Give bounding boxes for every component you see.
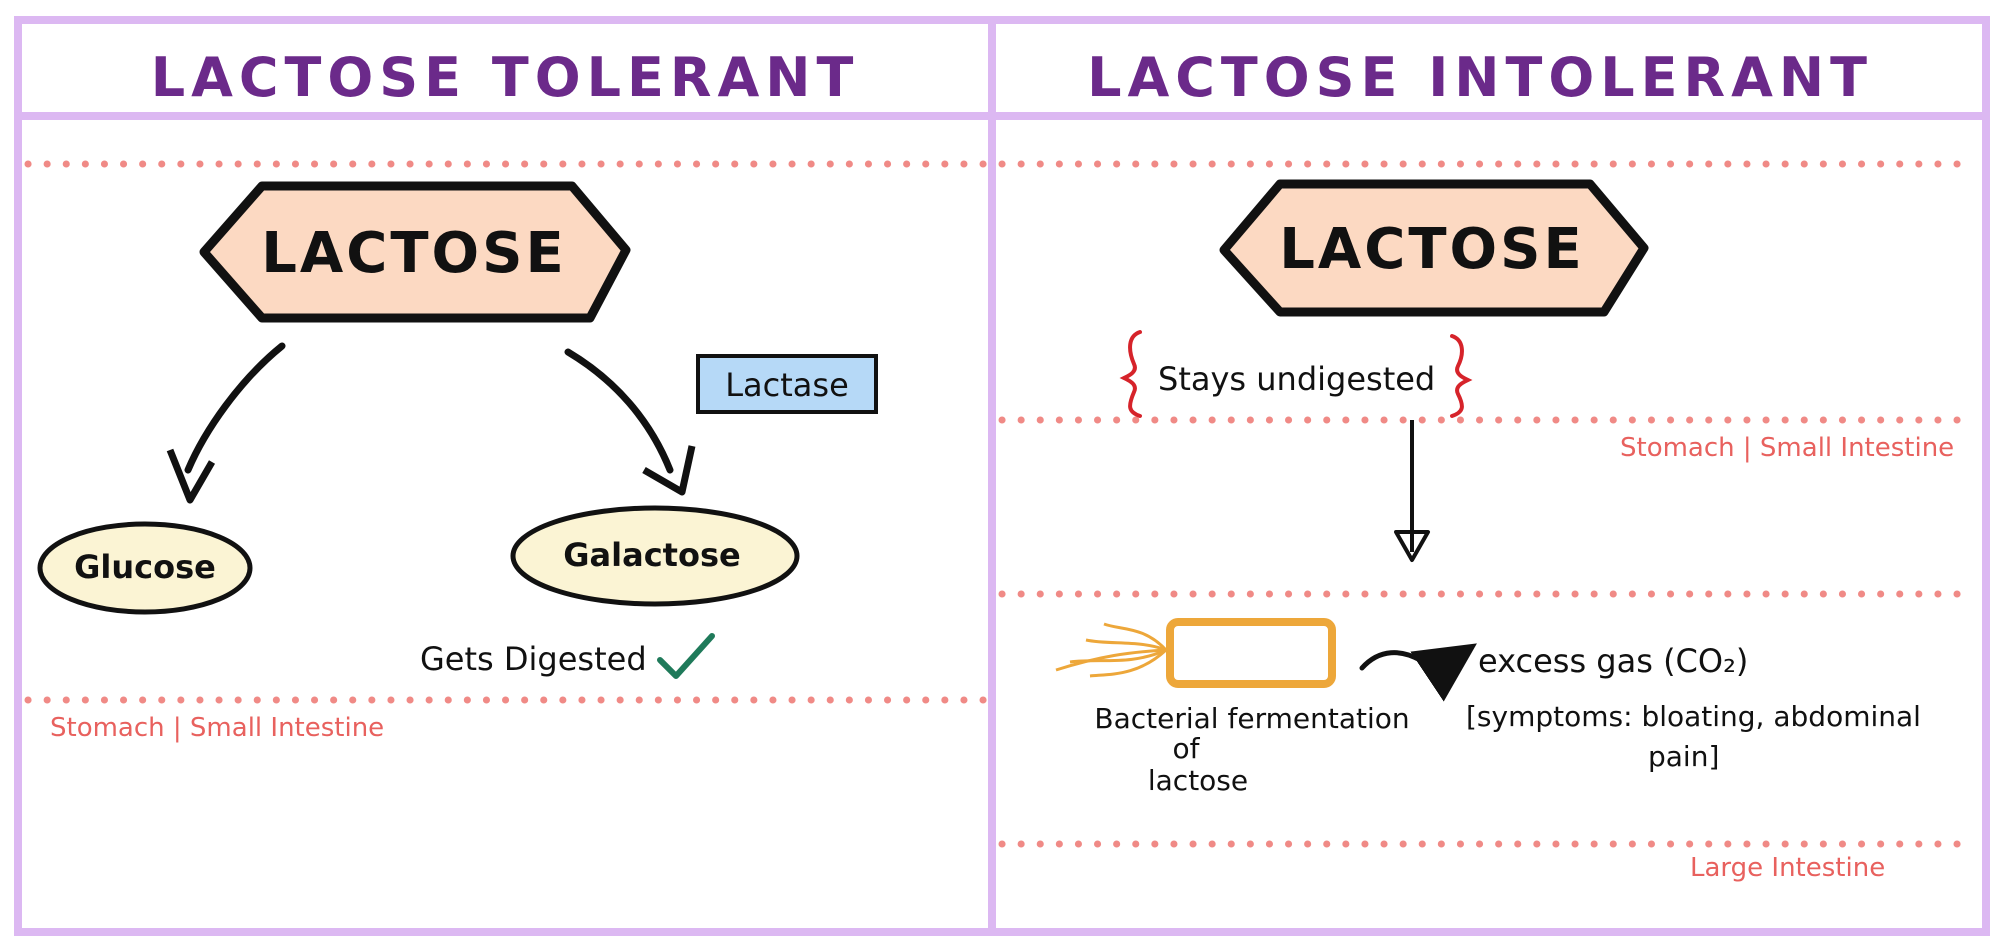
left-region-label: Stomach | Small Intestine (50, 713, 384, 743)
svg-text:Lactase: Lactase (725, 366, 849, 404)
svg-text:LACTOSE: LACTOSE (1279, 217, 1585, 282)
right-region-label-1: Stomach | Small Intestine (1620, 433, 1954, 463)
right-lactose-hexagon: LACTOSE (1219, 179, 1649, 317)
gas-arrow (1359, 643, 1477, 702)
fermentation-label-line-1: Bacterial fermentation (1094, 702, 1409, 735)
svg-text:LACTOSE: LACTOSE (261, 221, 567, 286)
region-dividers (24, 160, 1980, 848)
frame (14, 16, 1990, 936)
galactose-oval: Galactose (510, 505, 800, 607)
right-region-label-2: Large Intestine (1690, 853, 1885, 883)
left-lactose-hexagon: LACTOSE (199, 181, 631, 323)
symptoms-line-2: pain] (1648, 740, 1719, 773)
down-arrow (1394, 420, 1430, 562)
fermentation-label-line-3: lactose (1148, 764, 1248, 797)
left-panel-title: LACTOSE TOLERANT (151, 46, 860, 109)
digested-label: Gets Digested (420, 640, 647, 678)
gas-label: excess gas (CO₂) (1478, 642, 1748, 680)
undigested-note: Stays undigested (1119, 330, 1473, 418)
fermentation-label-line-2: of (1173, 732, 1201, 765)
svg-text:Galactose: Galactose (563, 536, 740, 574)
symptoms-line-1: [symptoms: bloating, abdominal (1466, 700, 1921, 733)
svg-text:Stays undigested: Stays undigested (1158, 360, 1435, 398)
right-panel-title: LACTOSE INTOLERANT (1087, 46, 1873, 109)
left-arrows (166, 342, 696, 504)
glucose-oval: Glucose (37, 521, 253, 615)
bacterium-icon (1055, 618, 1336, 688)
check-icon (657, 633, 715, 679)
svg-text:Glucose: Glucose (74, 548, 216, 586)
enzyme-box: Lactase (696, 354, 878, 414)
